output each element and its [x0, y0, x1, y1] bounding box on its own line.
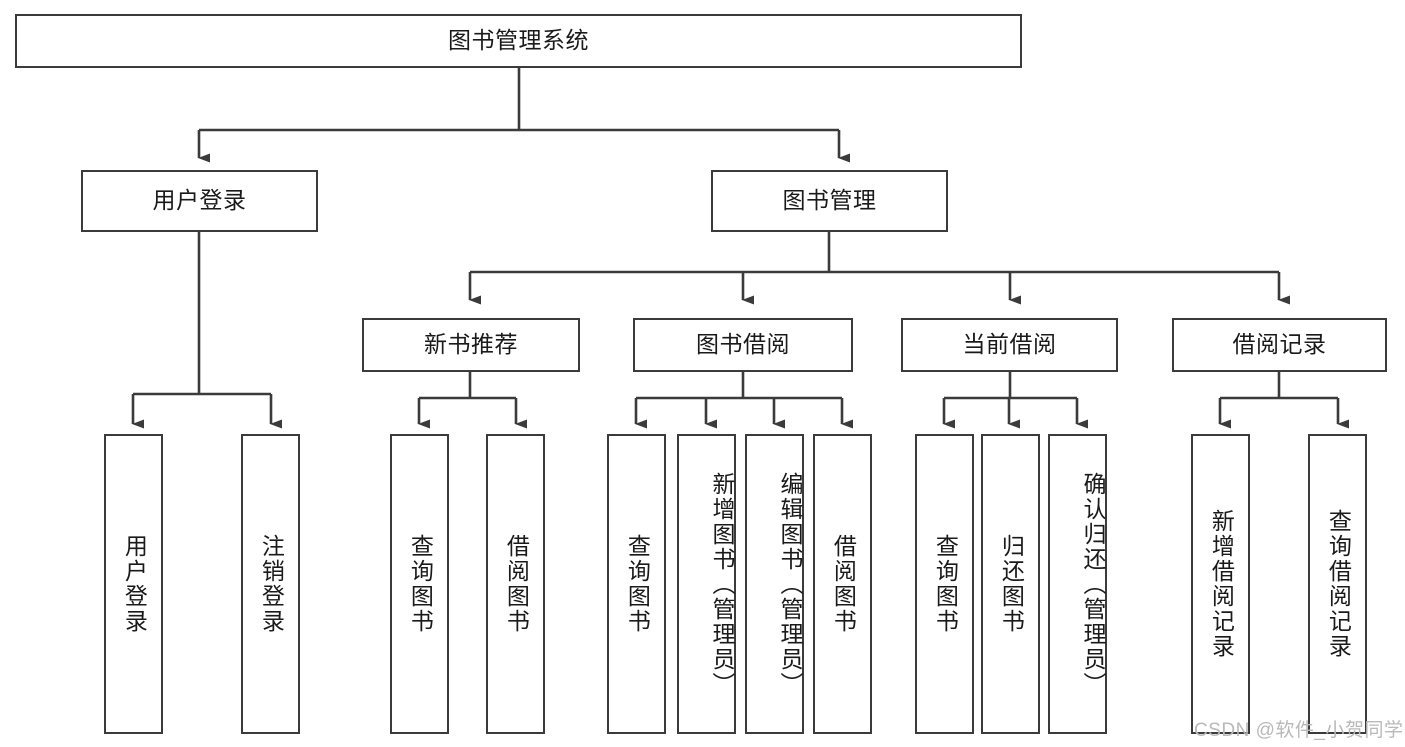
- leaf-add-book-admin[interactable]: 新增图书（管理员）: [677, 434, 736, 734]
- node-new-book-recommend[interactable]: 新书推荐: [362, 318, 580, 372]
- leaf-edit-book-admin-label: 编辑图书（管理员）: [777, 471, 803, 697]
- leaf-add-book-admin-label: 新增图书（管理员）: [709, 471, 735, 697]
- leaf-borrow-book-recommend-label: 借阅图书: [503, 534, 530, 634]
- node-borrow-record-label: 借阅记录: [1232, 331, 1327, 358]
- node-user-login[interactable]: 用户登录: [81, 170, 318, 232]
- leaf-query-book-current[interactable]: 查询图书: [915, 434, 974, 734]
- node-book-borrow[interactable]: 图书借阅: [633, 318, 853, 372]
- node-book-borrow-label: 图书借阅: [696, 331, 790, 358]
- node-current-borrow[interactable]: 当前借阅: [901, 318, 1118, 372]
- leaf-confirm-return-admin-label: 确认归还（管理员）: [1080, 471, 1106, 697]
- node-book-management[interactable]: 图书管理: [711, 170, 948, 232]
- leaf-user-login-label: 用户登录: [121, 534, 148, 634]
- leaf-query-book-recommend-label: 查询图书: [407, 534, 434, 634]
- leaf-query-borrow-record-label: 查询借阅记录: [1325, 509, 1352, 659]
- leaf-query-book-borrow[interactable]: 查询图书: [607, 434, 666, 734]
- node-book-management-label: 图书管理: [782, 187, 877, 214]
- leaf-logout-label: 注销登录: [258, 534, 285, 634]
- leaf-edit-book-admin[interactable]: 编辑图书（管理员）: [745, 434, 804, 734]
- leaf-add-borrow-record[interactable]: 新增借阅记录: [1191, 434, 1250, 734]
- leaf-logout[interactable]: 注销登录: [241, 434, 300, 734]
- leaf-query-book-recommend[interactable]: 查询图书: [390, 434, 449, 734]
- csdn-watermark: CSDN @软件_小贺同学: [1194, 720, 1404, 741]
- leaf-return-book[interactable]: 归还图书: [981, 434, 1040, 734]
- leaf-borrow-book-label: 借阅图书: [830, 534, 857, 634]
- node-current-borrow-label: 当前借阅: [962, 331, 1057, 358]
- leaf-query-borrow-record[interactable]: 查询借阅记录: [1308, 434, 1367, 734]
- leaf-user-login[interactable]: 用户登录: [104, 434, 163, 734]
- leaf-query-book-borrow-label: 查询图书: [624, 534, 651, 634]
- leaf-return-book-label: 归还图书: [998, 534, 1025, 634]
- leaf-confirm-return-admin[interactable]: 确认归还（管理员）: [1048, 434, 1107, 734]
- node-new-book-recommend-label: 新书推荐: [424, 331, 518, 358]
- leaf-query-book-current-label: 查询图书: [932, 534, 959, 634]
- leaf-borrow-book[interactable]: 借阅图书: [813, 434, 872, 734]
- node-borrow-record[interactable]: 借阅记录: [1172, 318, 1387, 372]
- node-user-login-label: 用户登录: [152, 187, 247, 214]
- leaf-add-borrow-record-label: 新增借阅记录: [1208, 509, 1235, 659]
- node-root-label: 图书管理系统: [448, 27, 589, 54]
- leaf-borrow-book-recommend[interactable]: 借阅图书: [486, 434, 545, 734]
- node-root[interactable]: 图书管理系统: [15, 14, 1022, 68]
